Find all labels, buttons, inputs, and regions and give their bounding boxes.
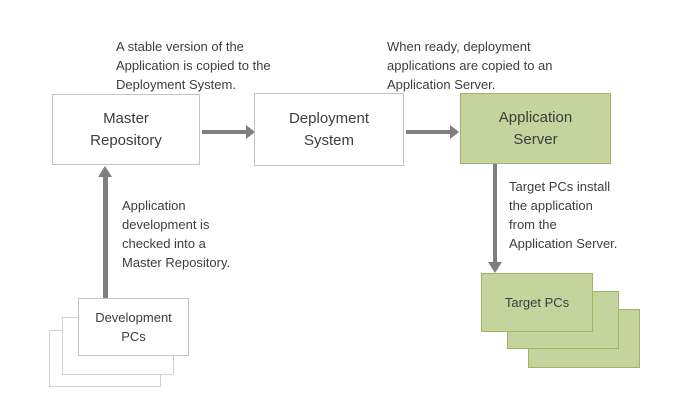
annotation-when-ready: When ready, deployment applications are … [387, 39, 553, 92]
node-development-pcs: Development PCs [78, 298, 189, 356]
arrow-shaft [406, 130, 451, 134]
node-target-pcs: Target PCs [481, 273, 593, 332]
arrow-shaft [202, 130, 247, 134]
node-master-repository: Master Repository [52, 94, 200, 165]
arrow-shaft [103, 176, 108, 298]
annotation-target-install: Target PCs install the application from … [509, 179, 618, 251]
node-application-server: Application Server [460, 93, 611, 164]
arrow-shaft [493, 164, 497, 263]
annotation-stable-version: A stable version of the Application is c… [116, 39, 271, 92]
annotation-app-development: Application development is checked into … [122, 198, 231, 270]
arrow-right-icon [246, 125, 255, 139]
node-deployment-system: Deployment System [254, 93, 404, 166]
arrow-right-icon [450, 125, 459, 139]
arrow-up-icon [98, 166, 112, 177]
arrow-down-icon [488, 262, 502, 273]
